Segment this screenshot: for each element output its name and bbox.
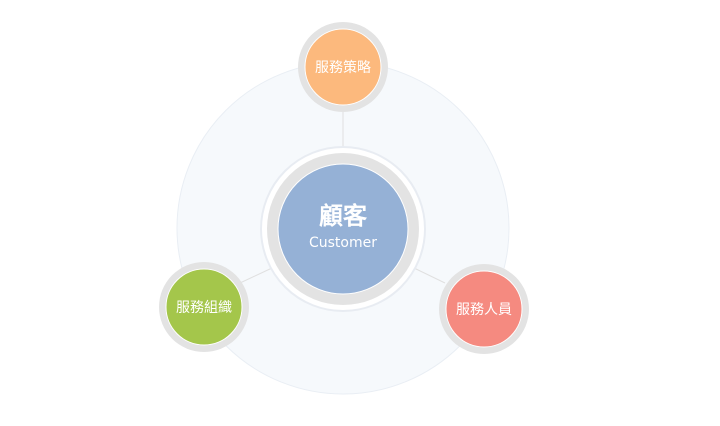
- node-personnel: 服務人員: [439, 264, 529, 354]
- center-title: 顧客: [319, 202, 368, 230]
- center-subtitle: Customer: [309, 235, 377, 251]
- center-node: 顧客 Customer: [260, 146, 426, 312]
- node-strategy-disc: [304, 28, 382, 106]
- node-personnel-disc: [445, 270, 523, 348]
- node-organization: 服務組織: [159, 262, 249, 352]
- node-organization-disc: [165, 268, 243, 346]
- connector-organization: [239, 267, 273, 284]
- center-node-disc: [277, 163, 409, 295]
- node-organization-label: 服務組織: [176, 300, 232, 316]
- node-personnel-label: 服務人員: [456, 302, 512, 318]
- node-strategy: 服務策略: [298, 22, 388, 112]
- node-strategy-label: 服務策略: [315, 59, 371, 76]
- connector-personnel: [413, 267, 446, 284]
